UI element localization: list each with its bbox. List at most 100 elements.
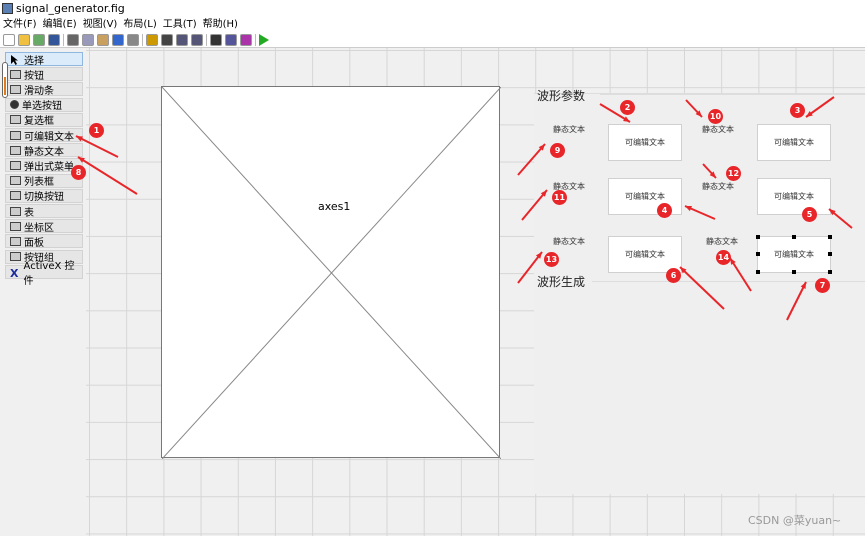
listbox-icon (10, 176, 21, 186)
selection-handle[interactable] (792, 270, 796, 274)
selection-handle[interactable] (756, 252, 760, 256)
selection-handle[interactable] (756, 270, 760, 274)
selection-handle[interactable] (756, 235, 760, 239)
edit-text-box[interactable]: 可编辑文本 (757, 124, 831, 161)
toolbar-separator (206, 33, 207, 46)
component-palette: 选择按钮滑动条单选按钮复选框可编辑文本静态文本弹出式菜单列表框切换按钮表坐标区面… (0, 48, 86, 536)
toggle-icon (10, 191, 21, 201)
palette-item-3[interactable]: 单选按钮 (5, 97, 83, 112)
tab-order-icon[interactable] (176, 33, 188, 46)
edit-text-box[interactable]: 可编辑文本 (608, 236, 682, 273)
annotation-badge: 7 (815, 278, 830, 293)
edit-text-icon (10, 130, 21, 140)
annotation-badge: 6 (666, 268, 681, 283)
selection-handle[interactable] (828, 270, 832, 274)
palette-item-label: 按钮 (24, 70, 44, 82)
palette-item-label: 复选框 (24, 116, 54, 128)
axes-label: axes1 (318, 200, 351, 213)
palette-item-10[interactable]: 表 (5, 204, 83, 219)
palette-item-12[interactable]: 面板 (5, 234, 83, 249)
editor-icon[interactable] (210, 33, 222, 46)
pushbutton-icon (10, 69, 21, 79)
menu-help[interactable]: 帮助(H) (202, 19, 238, 30)
property-inspector-icon[interactable] (225, 33, 237, 46)
watermark: CSDN @菜yuan~ (748, 514, 842, 527)
palette-item-label: 列表框 (24, 177, 54, 189)
copy-icon[interactable] (82, 33, 94, 46)
fig-file-icon (2, 3, 13, 14)
cut-icon[interactable] (67, 33, 79, 46)
palette-item-label: 弹出式菜单 (24, 161, 74, 173)
panel-title-waveform-generate: 波形生成 (537, 275, 586, 289)
slider-icon (10, 84, 21, 94)
annotation-badge: 5 (802, 207, 817, 222)
annotation-badge: 12 (726, 166, 741, 181)
activex-icon: X (10, 267, 19, 281)
static-text[interactable]: 静态文本 (702, 182, 734, 191)
new-icon[interactable] (3, 33, 15, 46)
palette-item-4[interactable]: 复选框 (5, 112, 83, 128)
run-icon[interactable] (259, 33, 269, 46)
axes1[interactable] (161, 86, 501, 459)
palette-item-label: 按钮组 (24, 253, 54, 265)
object-browser-icon[interactable] (240, 33, 252, 46)
table-icon (10, 206, 21, 216)
static-text[interactable]: 静态文本 (553, 182, 585, 191)
menu-view[interactable]: 视图(V) (82, 19, 118, 30)
radio-icon (10, 100, 19, 110)
menu-tools[interactable]: 工具(T) (162, 19, 197, 30)
panel-title-waveform-params: 波形参数 (537, 89, 586, 103)
menu-editor-icon[interactable] (161, 33, 173, 46)
menu-bar: 文件(F) 编辑(E) 视图(V) 布局(L) 工具(T) 帮助(H) (0, 17, 865, 32)
edit-text-box[interactable]: 可编辑文本 (757, 178, 831, 215)
menu-file[interactable]: 文件(F) (3, 19, 37, 30)
arrow-icon (10, 54, 21, 65)
static-text[interactable]: 静态文本 (702, 125, 734, 134)
open-icon[interactable] (18, 33, 30, 46)
panel[interactable]: 波形参数波形生成静态文本静态文本静态文本静态文本静态文本静态文本可编辑文本可编辑… (534, 89, 865, 494)
selection-handle[interactable] (792, 235, 796, 239)
static-text[interactable]: 静态文本 (706, 237, 738, 246)
panel-icon (10, 236, 21, 246)
palette-item-0[interactable]: 选择 (5, 52, 83, 67)
palette-item-9[interactable]: 切换按钮 (5, 188, 83, 203)
paste-icon[interactable] (97, 33, 109, 46)
palette-item-5[interactable]: 可编辑文本 (5, 128, 83, 143)
selection-handle[interactable] (828, 252, 832, 256)
edit-text-box[interactable]: 可编辑文本 (757, 236, 831, 273)
title-bar: signal_generator.fig (0, 0, 865, 17)
palette-item-7[interactable]: 弹出式菜单 (5, 158, 83, 173)
palette-item-label: 可编辑文本 (24, 131, 74, 143)
palette-scrollbar[interactable] (2, 62, 8, 98)
edit-icon[interactable] (33, 33, 45, 46)
palette-item-label: 选择 (24, 55, 44, 67)
annotation-badge: 13 (544, 252, 559, 267)
palette-item-label: 静态文本 (24, 146, 64, 158)
palette-item-6[interactable]: 静态文本 (5, 143, 83, 158)
annotation-badge: 10 (708, 109, 723, 124)
redo-icon[interactable] (127, 33, 139, 46)
checkbox-icon (10, 115, 21, 125)
palette-item-1[interactable]: 按钮 (5, 67, 83, 82)
selection-handle[interactable] (828, 235, 832, 239)
toolbar-separator (63, 33, 64, 46)
static-text[interactable]: 静态文本 (553, 125, 585, 134)
toolbar-editor-icon[interactable] (191, 33, 203, 46)
annotation-badge: 2 (620, 100, 635, 115)
annotation-badge: 3 (790, 103, 805, 118)
static-text[interactable]: 静态文本 (553, 237, 585, 246)
palette-item-11[interactable]: 坐标区 (5, 219, 83, 234)
menu-layout[interactable]: 布局(L) (123, 19, 157, 30)
palette-item-2[interactable]: 滑动条 (5, 82, 83, 97)
annotation-badge: 9 (550, 143, 565, 158)
menu-edit[interactable]: 编辑(E) (42, 19, 77, 30)
align-icon[interactable] (146, 33, 158, 46)
edit-text-box[interactable]: 可编辑文本 (608, 124, 682, 161)
palette-item-8[interactable]: 列表框 (5, 173, 83, 189)
undo-icon[interactable] (112, 33, 124, 46)
panel-divider (600, 94, 865, 95)
palette-item-label: 表 (24, 207, 34, 219)
palette-item-13[interactable]: 按钮组 (5, 249, 83, 265)
save-icon[interactable] (48, 33, 60, 46)
